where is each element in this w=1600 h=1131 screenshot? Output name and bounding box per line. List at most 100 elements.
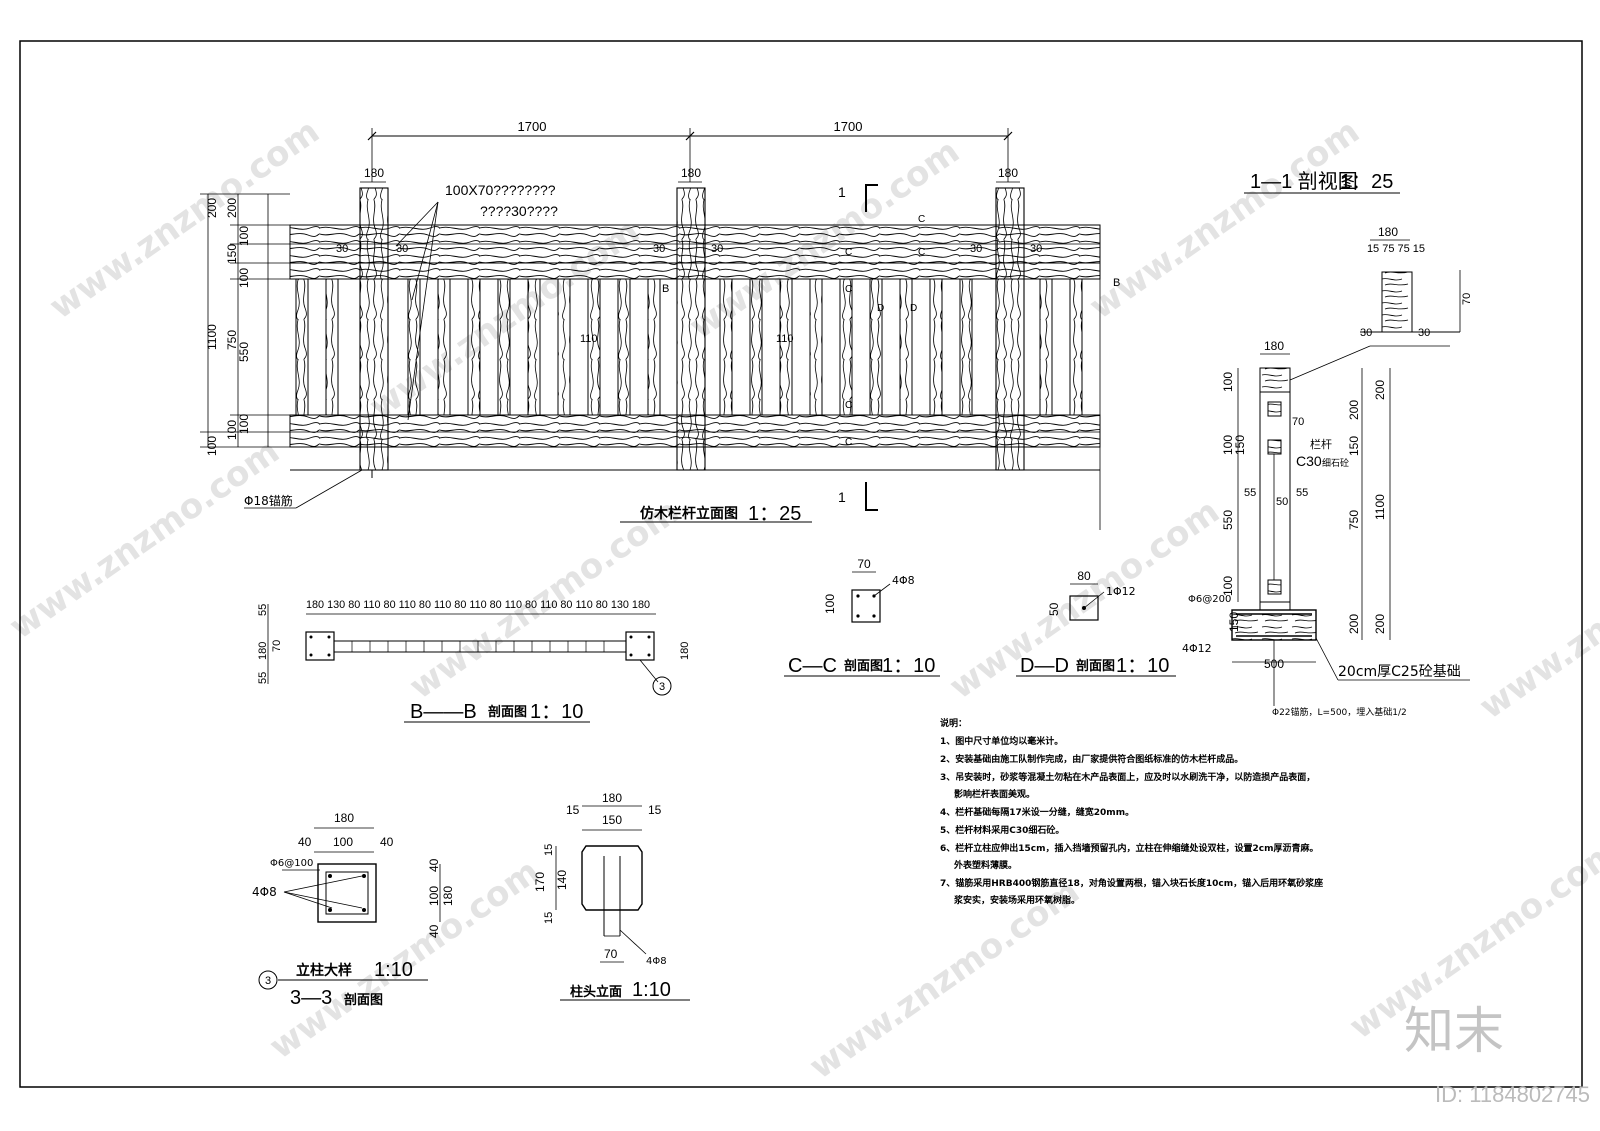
dp-dim-100: 100	[333, 835, 353, 849]
note-line: 5、栏杆材料采用C30细石砼。	[940, 824, 1064, 836]
cc-title-sub: 剖面图	[844, 658, 883, 674]
section-mark-top: 1	[838, 184, 846, 200]
dp-side-40b: 40	[427, 924, 441, 938]
section-mark-bottom: 1	[838, 489, 846, 505]
bb-dim-180r: 180	[679, 642, 691, 660]
dim-h-rail2b: 100	[237, 268, 251, 288]
dim-h-bar: 550	[237, 342, 251, 362]
notes: 说明： 1、图中尺寸单位均以毫米计。 2、安装基础由施工队制作完成，由厂家提供符…	[940, 717, 1323, 906]
brand-id: ID: 1184802745	[1435, 1082, 1590, 1107]
section-11-scale: 1：25	[1340, 171, 1393, 193]
callout-3-label: 3	[659, 681, 665, 693]
note-line: 2、安装基础由施工队制作完成，由厂家提供符合图纸标准的仿木栏杆成品。	[940, 753, 1243, 765]
dim-100: 100	[1221, 576, 1235, 596]
bb-scale: 1：10	[530, 701, 583, 723]
mark-d: D	[877, 303, 884, 314]
dim-55b: 55	[1296, 487, 1308, 499]
ph-rebar: 4Φ8	[646, 956, 667, 967]
dim-h-top: 200	[205, 198, 219, 218]
note-line: 1、图中尺寸单位均以毫米计。	[940, 735, 1063, 747]
mark-c: C	[845, 437, 852, 448]
dd-title: D—D	[1020, 655, 1069, 677]
dim-200c: 200	[1347, 614, 1361, 634]
dim-70: 70	[1292, 416, 1304, 428]
note-line: 浆安实，安装场采用环氧树脂。	[953, 894, 1080, 906]
cc-title: C—C	[788, 655, 837, 677]
section-d-d: 80 1Φ12 50 D—D 剖面图 1：10	[1016, 569, 1176, 677]
dd-dim-h: 50	[1047, 602, 1061, 616]
dim-150b: 150	[1347, 436, 1361, 456]
mark-b-right: B	[1113, 277, 1120, 289]
dp-title: 立柱大样	[296, 962, 352, 979]
dim-span-right: 1700	[834, 119, 863, 134]
ph-dim-70: 70	[604, 947, 618, 961]
note-line: 影响栏杆表面美观。	[954, 788, 1035, 800]
dd-rebar: 1Φ12	[1106, 585, 1136, 598]
dp-rebar-main: 4Φ8	[252, 885, 277, 899]
dp-rebar-top: Φ6@100	[270, 858, 313, 869]
ph-side-170: 170	[533, 872, 547, 892]
dim-150: 150	[1233, 435, 1247, 455]
dim-h-bot: 100	[225, 420, 239, 440]
drawing-frame	[19, 40, 1583, 1088]
bb-title-sub: 剖面图	[488, 704, 527, 720]
bb-dim-55: 55	[257, 604, 269, 616]
note-line: 6、栏杆立柱应伸出15cm，插入挡墙预留孔内，立柱在伸缩缝处设双柱，设置2cm厚…	[940, 842, 1318, 854]
dp-subtitle-sub: 剖面图	[344, 992, 383, 1008]
dim-200b: 200	[1373, 380, 1387, 400]
section-c-c: 70 4Φ8 100 C—C 剖面图 1：10	[784, 557, 940, 677]
cc-dim-h: 100	[823, 594, 837, 614]
cc-dim-w: 70	[857, 557, 871, 571]
note-rail-size: 100X70????????	[445, 182, 556, 198]
dim-h-rail1: 150	[225, 244, 239, 264]
dim-sub: 15 75 75 15	[1367, 243, 1425, 255]
ph-dim-15a: 15	[566, 803, 580, 817]
dp-dim-180: 180	[334, 811, 354, 825]
balusters	[295, 278, 1083, 416]
elevation-scale: 1：25	[748, 503, 801, 525]
dim-150c: 150	[1227, 612, 1241, 632]
callout-3b-label: 3	[265, 975, 271, 987]
post-detail: 180 40 100 40 Φ6@100 4Φ8 40 100 180 40 3…	[252, 811, 455, 1009]
mark-c: C	[845, 400, 852, 411]
note-line: 3、吊安装时，砂浆等混凝土勿粘在木产品表面上，应及时以水刷洗干净，以防造损产品表…	[940, 771, 1315, 783]
dim-top: 180	[1378, 225, 1398, 239]
dim-span-left: 1700	[518, 119, 547, 134]
svg-text:www.znzmo.com: www.znzmo.com	[1472, 511, 1600, 727]
svg-text:www.znzmo.com: www.znzmo.com	[1082, 111, 1367, 327]
dim-200d: 200	[1373, 614, 1387, 634]
dim-h-rail2c: 100	[237, 414, 251, 434]
ph-title: 柱头立面	[570, 984, 622, 1000]
bb-dim-180: 180	[257, 642, 269, 660]
dim-180: 180	[1264, 339, 1284, 353]
dim-110: 110	[580, 333, 598, 345]
notes-heading: 说明：	[940, 717, 967, 729]
mark-c: C	[918, 214, 925, 225]
label-c30-sub: 细石砼	[1322, 457, 1349, 469]
callout-3	[652, 676, 672, 696]
ph-scale: 1:10	[632, 979, 671, 1001]
rebar-top: Φ6@200	[1188, 594, 1231, 605]
callout-3b	[258, 970, 278, 990]
dp-side-180: 180	[441, 886, 455, 906]
bb-dims: 180 130 80 110 80 110 80 110 80 110 80 1…	[306, 599, 650, 611]
dim-100: 100	[1221, 435, 1235, 455]
dim-post-3: 180	[998, 166, 1018, 180]
dim-h-rail2: 100	[237, 226, 251, 246]
section-1-1: 1—1 剖视图 1：25 180 15 75 75 15 30 30 70 18…	[1182, 170, 1473, 718]
dim-750: 750	[1347, 510, 1361, 530]
dim-30: 30	[396, 243, 408, 255]
dim-1100: 1100	[1373, 494, 1387, 520]
dim-30: 30	[711, 243, 723, 255]
dim-30: 30	[1030, 243, 1042, 255]
bb-dim-55b: 55	[257, 672, 269, 684]
posts	[359, 187, 1025, 471]
mark-d: D	[910, 303, 917, 314]
dim-h-top2: 200	[225, 198, 239, 218]
anchor-label: Φ18锚筋	[244, 493, 293, 508]
dim-30: 30	[336, 243, 348, 255]
label-rail: 栏杆	[1310, 437, 1332, 451]
bb-title: B——B	[410, 701, 477, 723]
note-line: 7、锚筋采用HRB400钢筋直径18，对角设置两根，锚入块石长度10cm，锚入后…	[940, 877, 1323, 889]
